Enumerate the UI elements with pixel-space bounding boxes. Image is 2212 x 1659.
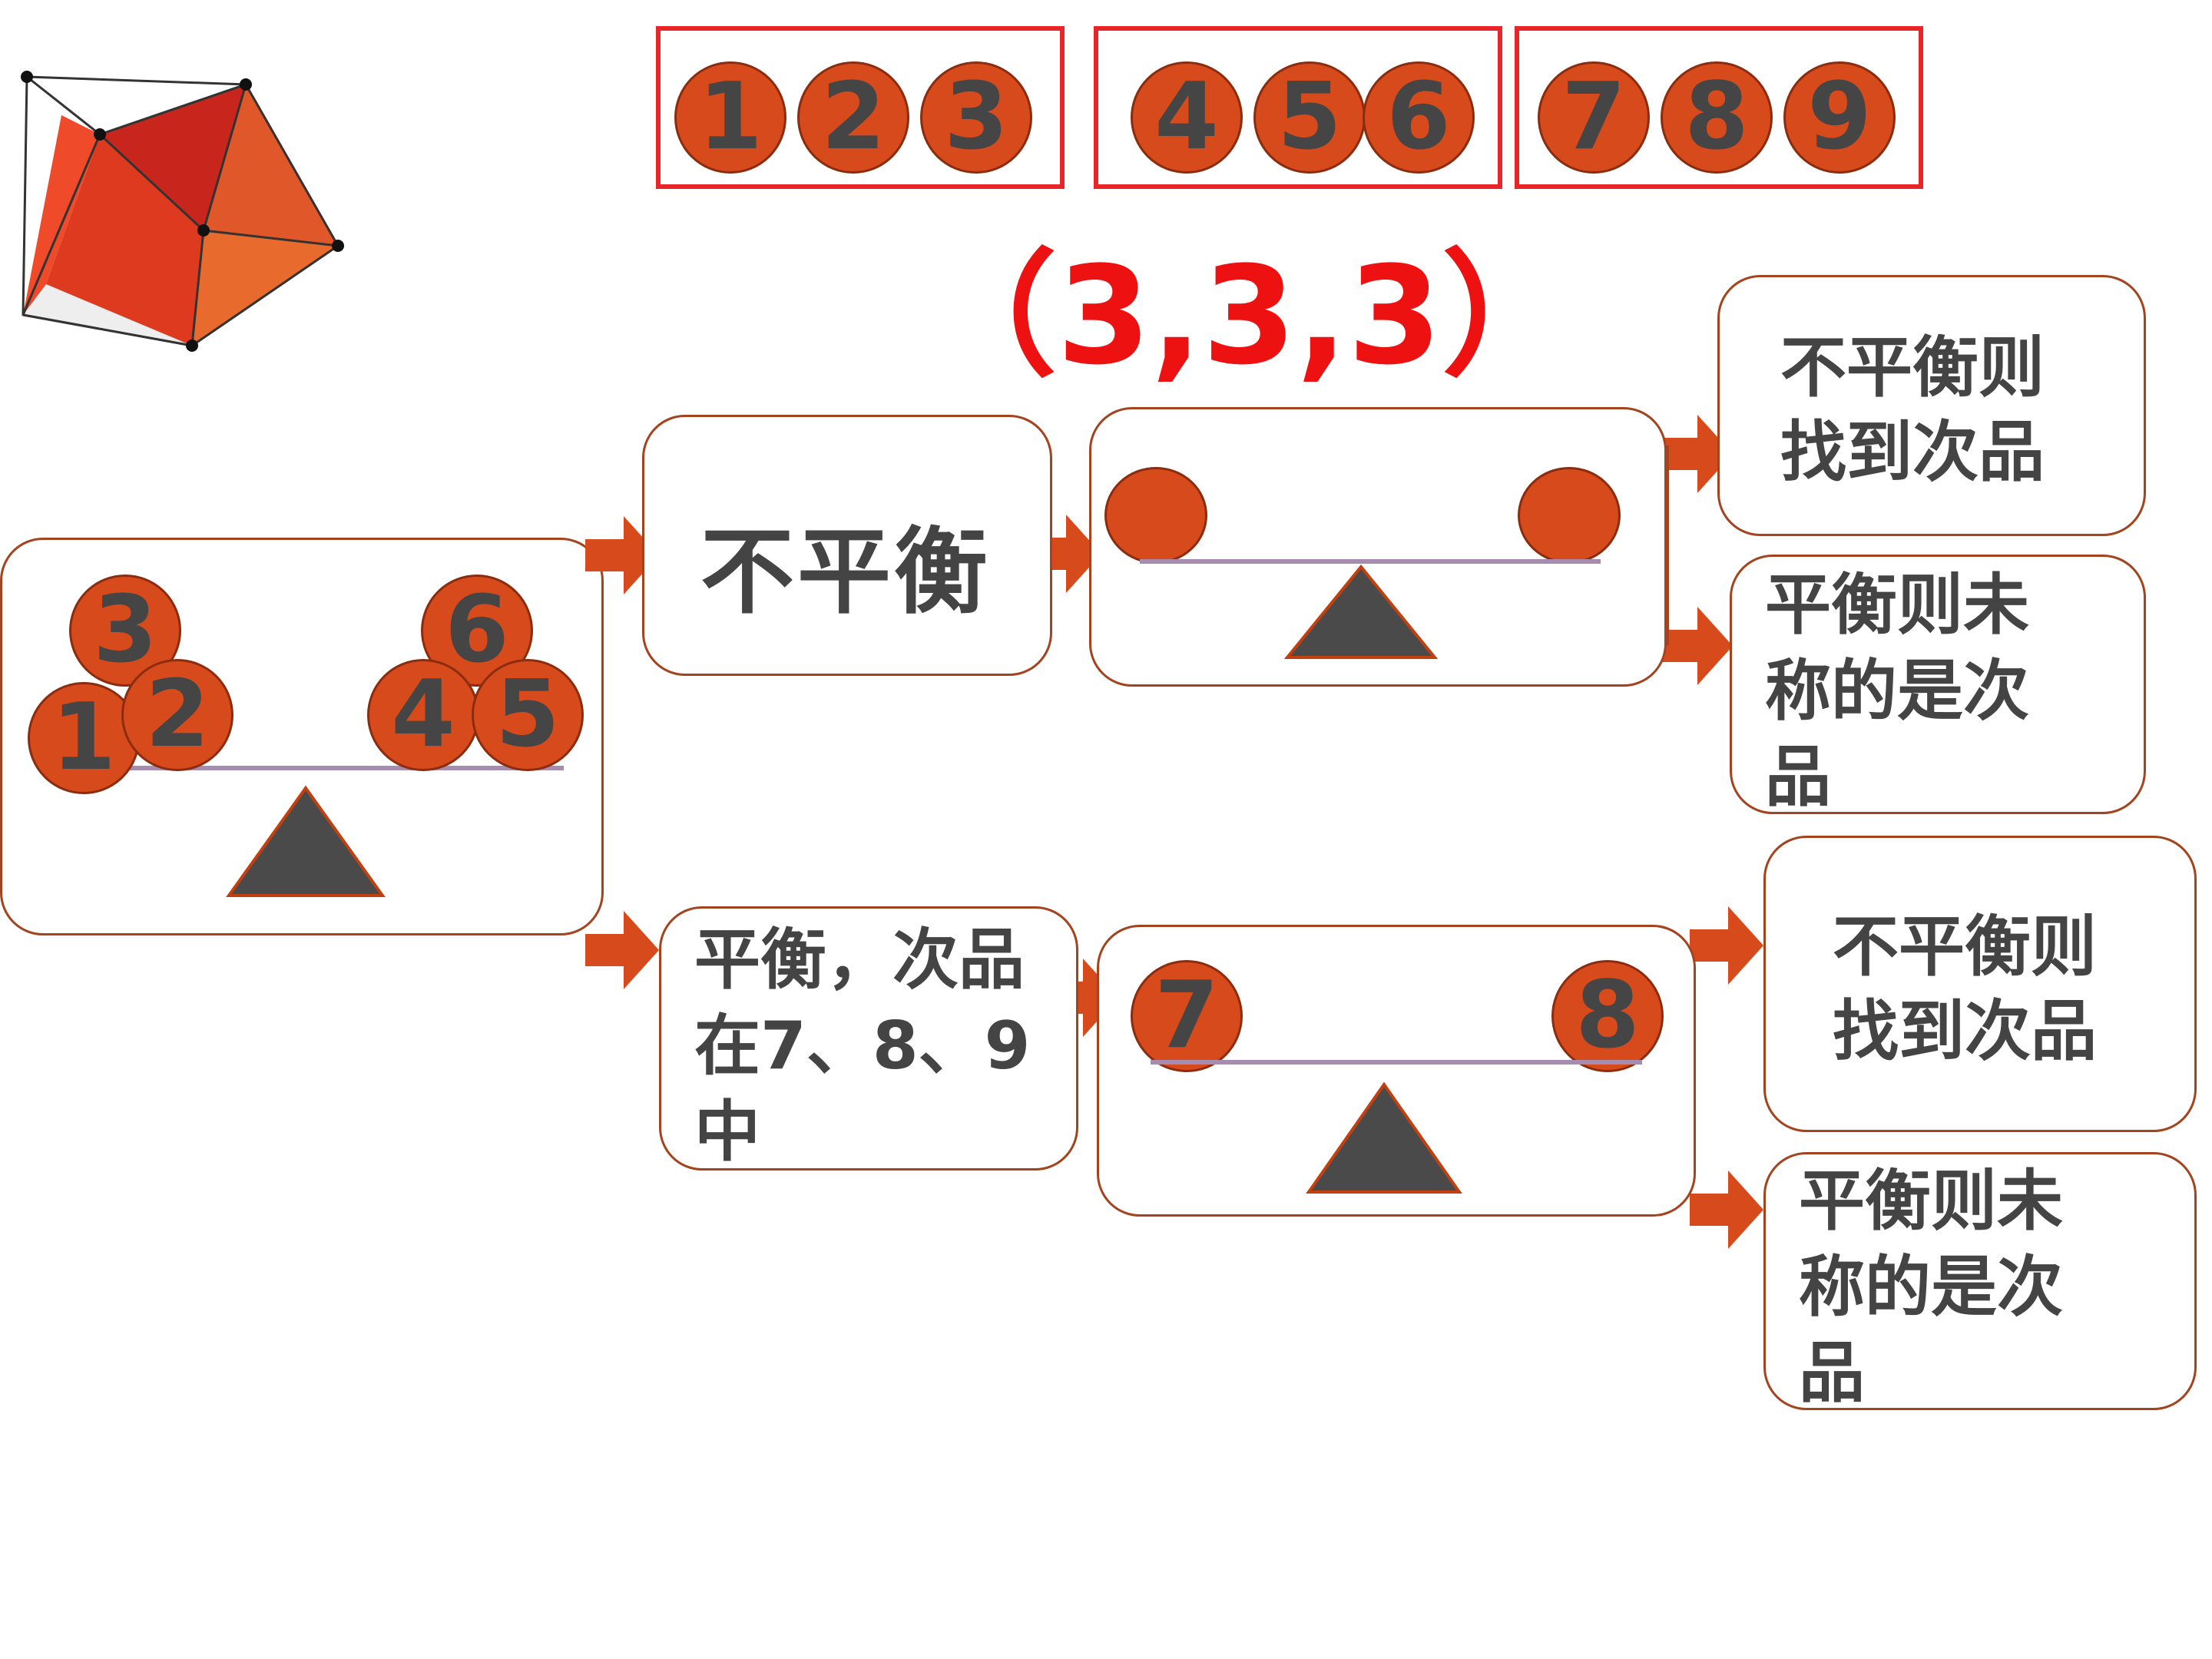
arrow-icon-to-balanced	[585, 911, 659, 989]
ball-6: 6	[1363, 61, 1475, 174]
upper-unbalanced-outcome-box	[1717, 275, 2146, 536]
balanced-box	[659, 906, 1078, 1171]
upper-right-ball	[1518, 467, 1621, 564]
weigh-ball-5: 5	[472, 659, 584, 771]
arrow-icon-upper-balanced	[1659, 607, 1733, 685]
upper-branch-connector	[1666, 445, 1669, 645]
ball-5: 5	[1253, 61, 1366, 174]
ball-7: 7	[1538, 61, 1650, 174]
group-box-2	[1094, 26, 1502, 189]
upper-balanced-outcome-box	[1730, 555, 2146, 814]
unbalanced-label: 不平衡	[700, 518, 991, 627]
group-box-1	[656, 26, 1065, 189]
unbalanced-box	[642, 415, 1052, 676]
weigh-ball-3: 3	[69, 575, 181, 687]
balanced-label: 平衡，次品在7、8、9中	[694, 922, 1031, 1171]
arrow-icon-lower-balanced	[1690, 1171, 1763, 1249]
polyhedron-logo-icon	[21, 71, 344, 352]
upper-fulcrum-icon	[1283, 564, 1439, 659]
arrow-icon-to-upper-weighing	[1028, 515, 1101, 593]
lower-fulcrum-icon	[1306, 1081, 1462, 1194]
upper-balance-beam	[1140, 559, 1601, 564]
upper-unbalanced-outcome-label: 不平衡则找到次品	[1780, 329, 2045, 491]
group-box-3	[1515, 26, 1923, 189]
upper-left-ball	[1104, 467, 1207, 564]
arrow-icon-to-unbalanced	[585, 516, 659, 594]
grouping-title: （3,3,3）	[922, 237, 1578, 395]
weigh-ball-4: 4	[367, 659, 479, 771]
first-fulcrum-icon	[226, 785, 386, 897]
arrow-icon-lower-unbalanced	[1690, 906, 1763, 985]
lower-balance-beam	[1151, 1060, 1642, 1065]
arrow-icon-upper-unbalanced	[1659, 415, 1733, 493]
ball-8: 8	[1661, 61, 1773, 174]
lower-unbalanced-outcome-label: 不平衡则找到次品	[1833, 909, 2097, 1070]
lower-unbalanced-outcome-box	[1763, 836, 2197, 1132]
lower-balanced-outcome-label: 平衡则未称的是次品	[1799, 1163, 2063, 1402]
ball-4: 4	[1131, 61, 1243, 174]
first-balance-beam	[69, 766, 564, 770]
ball-2: 2	[797, 61, 909, 174]
lower-balanced-outcome-box	[1763, 1152, 2197, 1410]
ball-1: 1	[674, 61, 786, 174]
lower-right-ball: 8	[1551, 960, 1664, 1072]
weigh-ball-1: 1	[28, 682, 140, 794]
ball-3: 3	[920, 61, 1032, 174]
upper-balanced-outcome-label: 平衡则未称的是次品	[1765, 567, 2029, 808]
lower-left-ball: 7	[1131, 960, 1243, 1072]
weigh-ball-2: 2	[121, 659, 233, 771]
ball-9: 9	[1783, 61, 1896, 174]
